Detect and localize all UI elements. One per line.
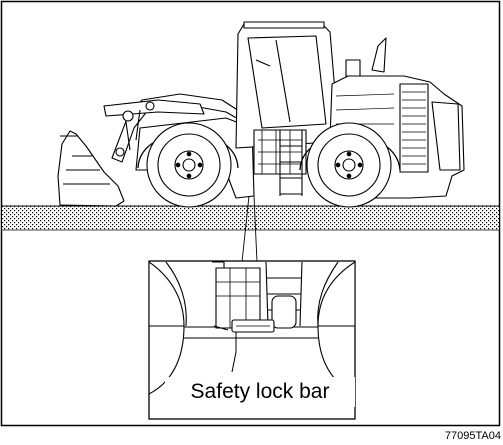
figure-code: 77095TA04 — [444, 430, 501, 442]
bucket — [57, 130, 125, 207]
ground — [2, 205, 499, 231]
callout-label: Safety lock bar — [165, 377, 355, 407]
wheel-loader — [57, 21, 465, 208]
cab — [235, 21, 339, 149]
figure-frame — [0, 0, 501, 427]
rear-wheel — [306, 122, 392, 208]
callout-connector — [241, 195, 258, 263]
front-wheel — [146, 122, 232, 208]
